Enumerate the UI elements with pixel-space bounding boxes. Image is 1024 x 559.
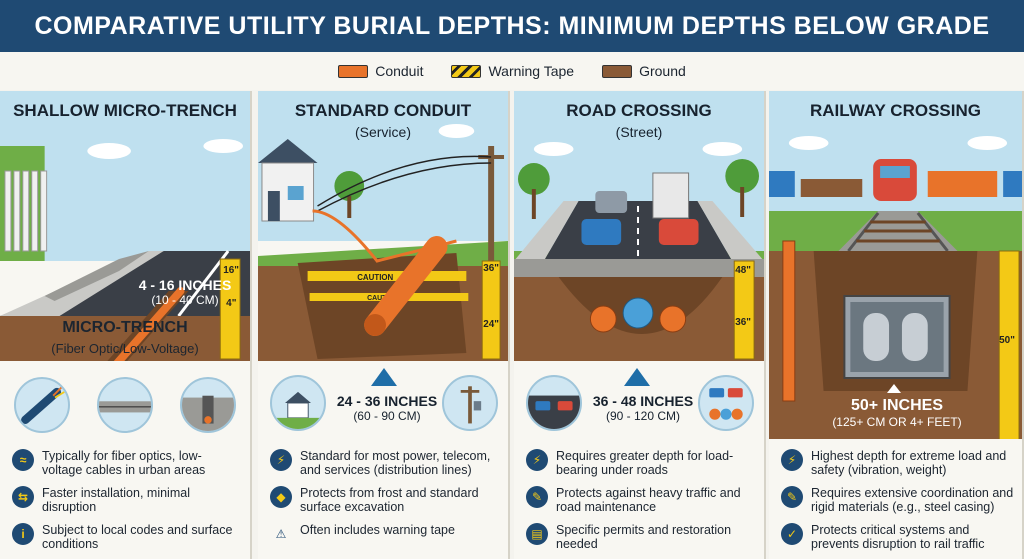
bullet-item: ✎ Requires extensive coordination and rig…	[781, 486, 1014, 514]
ruler-50: 50"	[999, 335, 1015, 346]
depth-label: 50+ INCHES (125+ CM OR 4+ FEET)	[807, 397, 987, 429]
wrench-icon: ✎	[526, 486, 548, 508]
depth-imperial: 36 - 48 INCHES	[592, 393, 694, 409]
trench-section-icon	[180, 377, 237, 433]
page-title: COMPARATIVE UTILITY BURIAL DEPTHS: MINIM…	[34, 11, 990, 40]
panel-title: STANDARD CONDUIT	[294, 101, 472, 120]
road-traffic-icon	[526, 375, 582, 431]
panel-micro-trench: 16" 4" SHALLOW MICRO-TRENCH 4 - 16 INCHE…	[0, 91, 252, 559]
ground-swatch	[602, 64, 633, 78]
legend-item-conduit: Conduit	[338, 63, 423, 79]
road-conduits-icon	[698, 375, 754, 431]
depth-metric: (10 - 40 CM)	[151, 293, 219, 307]
ruler-16: 16"	[223, 265, 239, 276]
lightning-icon: ⚡	[526, 449, 548, 471]
standard-conduit-scene: CAUTION CAUTION 36" 24"	[258, 91, 508, 361]
conduit-swatch	[338, 64, 369, 78]
bullet-text: Standard for most power, telecom, and se…	[300, 449, 491, 477]
pavement-cut-icon	[96, 377, 153, 433]
house-icon	[270, 375, 326, 431]
up-arrow-icon	[887, 384, 901, 393]
road-bullets: ⚡ Requires greater depth for load-bearing…	[526, 449, 756, 559]
warning-icon: ⚠	[275, 527, 287, 541]
depth-imperial: 24 - 36 INCHES	[336, 393, 438, 409]
bullet-text: Subject to local codes and surface condi…	[42, 523, 233, 551]
bullets-background	[769, 439, 1022, 559]
lightning-icon: ⚡	[781, 449, 803, 471]
micro-icons	[0, 377, 250, 433]
micro-trench-scene: 16" 4"	[0, 91, 250, 361]
bullet-text: Specific permits and restoration needed	[556, 523, 732, 551]
micro-bullets: ≈ Typically for fiber optics, low-voltage…	[12, 449, 242, 559]
bullet-item: ✓ Protects critical systems and prevents …	[781, 523, 1014, 551]
header: COMPARATIVE UTILITY BURIAL DEPTHS: MINIM…	[0, 0, 1024, 52]
ruler-24: 24"	[483, 319, 499, 330]
ruler-36: 36"	[735, 317, 751, 328]
bullet-text: Requires extensive coordination and rigi…	[811, 486, 1014, 514]
trench-type: MICRO-TRENCH	[62, 319, 188, 336]
lightning-icon: ⚡	[270, 449, 292, 471]
wrench-icon: ✎	[781, 486, 803, 508]
utility-pole-icon	[442, 375, 498, 431]
up-arrow-icon	[624, 368, 650, 386]
standard-bullets: ⚡ Standard for most power, telecom, and s…	[270, 449, 500, 554]
bullet-text: Faster installation, minimal disruption	[42, 486, 190, 514]
bullet-text: Protects critical systems and prevents d…	[811, 523, 985, 551]
bullet-item: ≈ Typically for fiber optics, low-voltage…	[12, 449, 242, 477]
info-icon: i	[12, 523, 34, 545]
depth-label: 24 - 36 INCHES (60 - 90 CM)	[324, 393, 450, 423]
depth-metric: (60 - 90 CM)	[353, 409, 421, 423]
speed-icon: ⇆	[12, 486, 34, 508]
ruler-36: 36"	[483, 263, 499, 274]
depth-metric: (125+ CM OR 4+ FEET)	[832, 415, 962, 429]
panel-subtitle: (Service)	[354, 124, 411, 140]
legend-item-ground: Ground	[602, 63, 686, 79]
ruler-4: 4"	[226, 298, 236, 309]
ruler-48: 48"	[735, 265, 751, 276]
shield-check-icon: ✓	[781, 523, 803, 545]
bullet-text: Protects against heavy traffic and road …	[556, 486, 741, 514]
bullet-item: ⇆ Faster installation, minimal disruption	[12, 486, 242, 514]
depth-label: 4 - 16 INCHES (10 - 40 CM)	[135, 277, 235, 307]
bullet-text: Requires greater depth for load-bearing …	[556, 449, 734, 477]
cable-icon: ≈	[12, 449, 34, 471]
legend-label: Warning Tape	[488, 63, 575, 79]
caution-tape-top: CAUTION	[357, 273, 393, 282]
bullet-item: ⚡ Standard for most power, telecom, and s…	[270, 449, 500, 477]
depth-label: 36 - 48 INCHES (90 - 120 CM)	[580, 393, 706, 423]
bullet-item: ▤ Specific permits and restoration needed	[526, 523, 756, 551]
panel-standard-conduit: CAUTION CAUTION 36" 24" STANDARD CONDUIT…	[258, 91, 510, 559]
bullet-text: Protects from frost and standard surface…	[300, 486, 479, 514]
depth-metric: (90 - 120 CM)	[605, 409, 681, 423]
panel-subtitle: (Street)	[615, 124, 663, 140]
bullet-item: ✎ Protects against heavy traffic and road…	[526, 486, 756, 514]
shield-icon: ◆	[270, 486, 292, 508]
fiber-cable-icon	[13, 377, 70, 433]
bullet-text: Highest depth for extreme load and safet…	[811, 449, 1007, 477]
bullet-text: Often includes warning tape	[300, 523, 455, 537]
panel-title: RAILWAY CROSSING	[810, 101, 981, 120]
bullet-item: ◆ Protects from frost and standard surfac…	[270, 486, 500, 514]
legend: Conduit Warning Tape Ground	[0, 52, 1024, 90]
legend-item-warning-tape: Warning Tape	[451, 63, 574, 79]
bullet-text: Typically for fiber optics, low-voltage …	[42, 449, 206, 477]
depth-imperial: 4 - 16 INCHES	[138, 277, 232, 293]
panel-title: ROAD CROSSING	[566, 101, 712, 120]
bullet-item: ⚡ Requires greater depth for load-bearing…	[526, 449, 756, 477]
panel-road-crossing: 48" 36" ROAD CROSSING (Street) 36 - 48 I…	[514, 91, 766, 559]
up-arrow-icon	[371, 368, 397, 386]
bullet-item: ⚠ Often includes warning tape	[270, 523, 500, 545]
trench-type-sub: (Fiber Optic/Low-Voltage)	[51, 341, 199, 356]
warning-tape-swatch	[451, 64, 482, 78]
legend-label: Ground	[639, 63, 686, 79]
panel-title: SHALLOW MICRO-TRENCH	[13, 101, 237, 120]
bullet-item: i Subject to local codes and surface cond…	[12, 523, 242, 551]
rail-bullets: ⚡ Highest depth for extreme load and safe…	[781, 449, 1014, 559]
bullet-item: ⚡ Highest depth for extreme load and safe…	[781, 449, 1014, 477]
road-crossing-scene: 48" 36"	[514, 91, 764, 361]
legend-label: Conduit	[375, 63, 424, 79]
depth-imperial: 50+ INCHES	[850, 397, 944, 414]
panel-railway-crossing: 50" RAILWAY CROSSING 50+ INCHES (125+ CM…	[769, 91, 1024, 559]
document-icon: ▤	[526, 523, 548, 545]
